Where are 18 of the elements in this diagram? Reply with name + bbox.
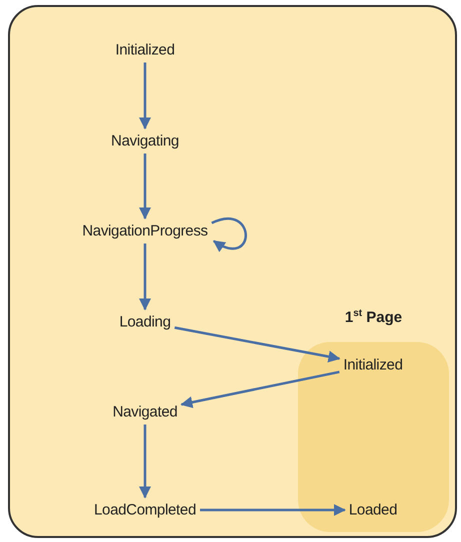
group-heading: 1$^{st}$ Page <box>344 308 402 326</box>
state-label: Loading <box>119 314 171 330</box>
arrow <box>139 154 151 220</box>
state-label: Navigating <box>111 132 179 150</box>
state-label: Loaded <box>348 502 398 518</box>
state-label: NavigationProgress <box>82 222 208 240</box>
state-label: Initialized <box>115 42 175 58</box>
arrow <box>139 244 151 310</box>
arrow <box>211 218 247 252</box>
diagram-panel <box>8 5 457 538</box>
state-label: Initialized <box>343 356 403 374</box>
arrow <box>139 424 151 498</box>
state-label: Navigated <box>112 404 178 420</box>
arrow <box>180 370 340 408</box>
arrow <box>200 504 346 516</box>
state-label: LoadCompleted <box>94 502 196 518</box>
arrow <box>139 62 151 130</box>
arrow <box>174 326 340 363</box>
